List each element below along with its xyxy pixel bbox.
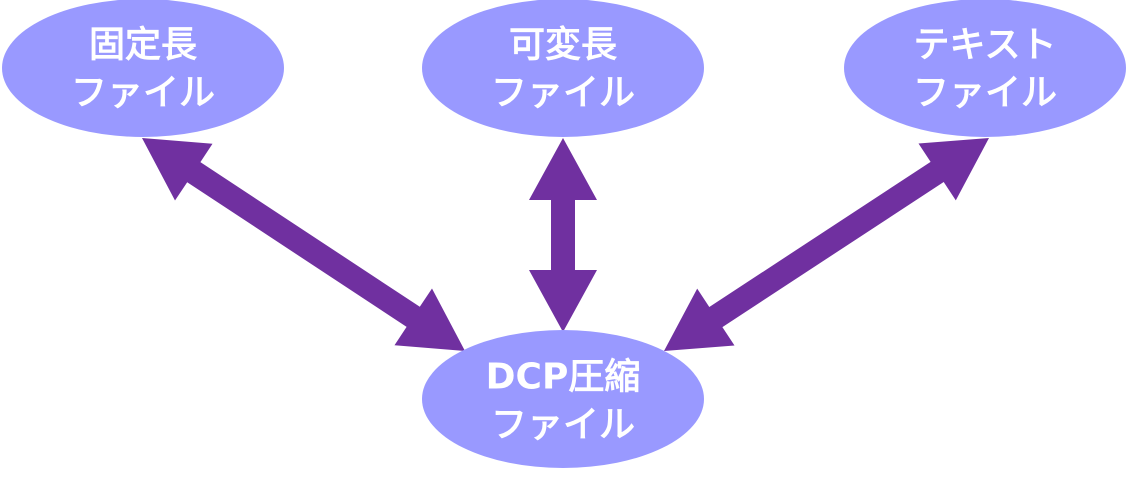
node-label-line-1: DCP圧縮	[486, 357, 641, 398]
node-variable-length-file: 可変長 ファイル	[422, 0, 704, 137]
node-text-file-shape	[844, 0, 1126, 137]
arrow-text-file-to-dcp-compressed-file	[664, 138, 989, 351]
node-label-line-1: 固定長	[89, 25, 198, 66]
node-dcp-compressed-file: DCP圧縮 ファイル	[422, 330, 704, 468]
node-label-line-2: ファイル	[71, 73, 215, 114]
node-fixed-length-file: 固定長 ファイル	[2, 0, 284, 137]
node-label-line-2: ファイル	[913, 73, 1057, 114]
arrow-fixed-length-file-to-dcp-compressed-file	[142, 138, 465, 351]
node-text-file: テキスト ファイル	[844, 0, 1126, 137]
nodes-layer: 固定長 ファイル 可変長 ファイル テキスト ファイル DCP圧縮 ファイル	[2, 0, 1126, 468]
arrows-layer	[142, 138, 989, 351]
node-dcp-compressed-file-shape	[422, 330, 704, 468]
arrow-variable-length-file-to-dcp-compressed-file	[529, 138, 597, 332]
node-label-line-1: テキスト	[914, 25, 1057, 66]
node-fixed-length-file-shape	[2, 0, 284, 137]
node-variable-length-file-shape	[422, 0, 704, 137]
node-label-line-2: ファイル	[491, 405, 635, 446]
node-label-line-1: 可変長	[509, 24, 618, 66]
node-label-line-2: ファイル	[491, 73, 635, 114]
